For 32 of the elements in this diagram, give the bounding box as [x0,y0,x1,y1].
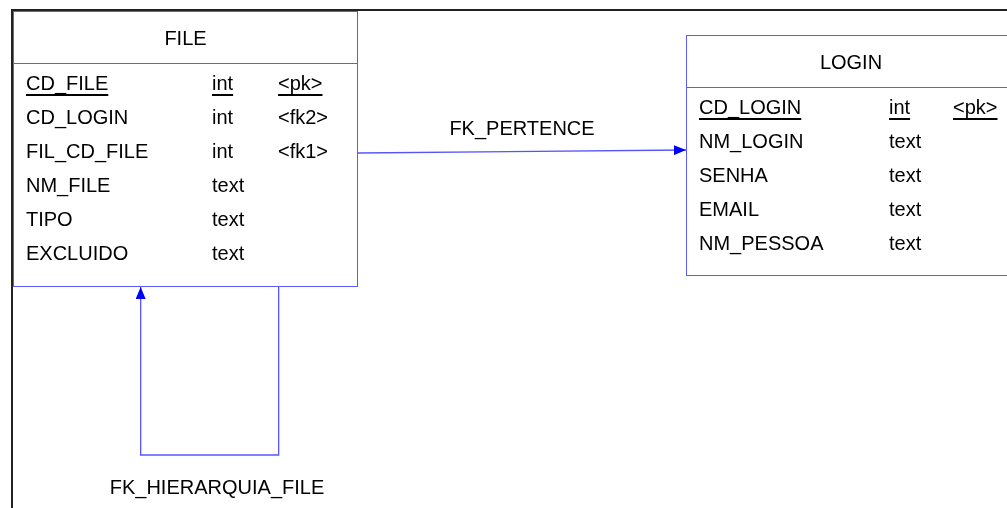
column-field: SENHA [699,160,768,190]
column-field: text [212,238,245,268]
column-field: text [212,170,245,200]
column-field: text [889,160,922,190]
column-field: <fk2> [278,102,329,132]
column-field: EMAIL [699,194,760,224]
column-field: NM_PESSOA [699,228,824,258]
table-name: LOGIN [819,49,883,75]
column-field: CD_FILE [26,68,109,98]
column-field: text [212,204,245,234]
column-field: int [212,136,234,166]
column-field: TIPO [26,204,73,234]
entity-table [686,35,1007,276]
column-field: NM_FILE [26,170,111,200]
column-field: <pk> [278,68,323,98]
table-name: FILE [164,25,207,51]
column-field: <fk1> [278,136,329,166]
relationship-arrow [135,286,280,456]
column-field: text [889,126,922,156]
column-field: FIL_CD_FILE [26,136,149,166]
column-field: CD_LOGIN [26,102,129,132]
entity-table [13,11,358,287]
column-field: int [889,92,911,122]
relationship-arrow [357,145,687,156]
column-field: text [889,194,922,224]
column-field: EXCLUIDO [26,238,129,268]
column-field: int [212,102,234,132]
column-field: CD_LOGIN [699,92,802,122]
column-field: text [889,228,922,258]
column-field: int [212,68,234,98]
column-field: <pk> [953,92,998,122]
column-field: NM_LOGIN [699,126,804,156]
